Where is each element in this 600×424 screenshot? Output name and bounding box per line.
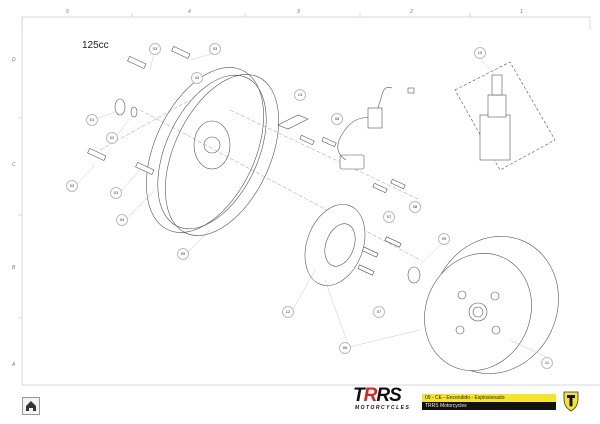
part-callout: 05 <box>177 248 189 260</box>
part-callout: 08 <box>409 201 421 213</box>
part-callout: 10 <box>474 47 486 59</box>
part-callout: 06 <box>339 342 351 354</box>
part-callout: 03 <box>66 180 78 192</box>
drawing-title: 09 - CE - Encendido - Explosionado <box>422 394 556 402</box>
stator <box>304 87 415 286</box>
column-label: 1 <box>520 9 523 15</box>
column-label: 4 <box>188 9 191 15</box>
part-callout: 07 <box>373 306 385 318</box>
engine-size-label: 125cc <box>82 40 109 51</box>
part-callout: 12 <box>282 306 294 318</box>
part-callout: 04 <box>116 214 128 226</box>
home-icon <box>26 401 36 411</box>
part-callout: 02 <box>106 132 118 144</box>
part-callout: 07 <box>383 211 395 223</box>
part-callout: 13 <box>294 89 306 101</box>
puller-tool <box>454 61 556 171</box>
leader-lines <box>75 52 547 358</box>
flywheel <box>407 236 559 374</box>
part-callout: 01 <box>86 114 98 126</box>
part-callout: 03 <box>110 187 122 199</box>
part-callout: 11 <box>541 357 553 369</box>
trrs-logo-subtitle: MOTORCYCLES <box>355 405 411 411</box>
part-callout: 03 <box>149 43 161 55</box>
part-callout: 03 <box>191 72 203 84</box>
row-label: B <box>12 265 16 271</box>
trrs-logo: TRRS <box>353 385 402 406</box>
part-callout: 03 <box>209 43 221 55</box>
row-label: A <box>12 362 16 368</box>
company-name: TRRS Motorcycles <box>422 402 556 410</box>
cover-part <box>146 67 279 236</box>
part-callout: 09 <box>438 233 450 245</box>
row-label: C <box>12 162 16 168</box>
home-button[interactable] <box>22 397 40 415</box>
column-label: 2 <box>410 9 413 15</box>
bolts <box>87 45 406 276</box>
trrs-shield-icon <box>563 391 579 412</box>
part-callout: 08 <box>331 113 343 125</box>
drawing-frame <box>18 13 600 386</box>
row-label: D <box>12 57 16 63</box>
column-label: 3 <box>297 9 300 15</box>
column-label: 5 <box>66 9 69 15</box>
